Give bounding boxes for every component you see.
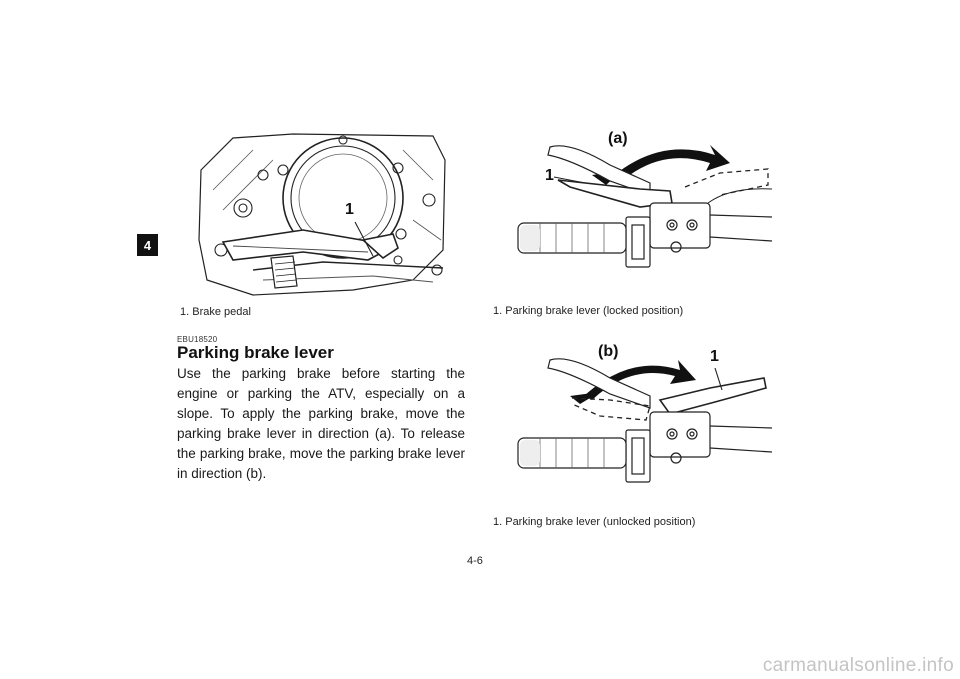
direction-b-label: (b) [598, 343, 619, 360]
lever-locked-illustration: (a) 1 [510, 125, 780, 285]
section-tab: 4 [137, 234, 158, 256]
section-code: EBU18520 [177, 335, 218, 344]
watermark: carmanualsonline.info [762, 655, 954, 676]
brake-pedal-callout: 1 [345, 201, 354, 218]
locked-callout: 1 [545, 167, 554, 184]
section-heading: Parking brake lever [177, 343, 334, 362]
direction-a-label: (a) [608, 130, 628, 147]
page-number: 4-6 [467, 555, 483, 567]
unlocked-callout: 1 [710, 348, 719, 365]
brake-pedal-illustration: 1 [193, 130, 449, 298]
brake-pedal-caption: 1. Brake pedal [180, 306, 251, 318]
unlocked-caption: 1. Parking brake lever (unlocked positio… [493, 516, 696, 528]
locked-caption: 1. Parking brake lever (locked position) [493, 305, 684, 317]
section-body: Use the parking brake before starting th… [177, 366, 465, 481]
lever-unlocked-illustration: (b) 1 [510, 340, 780, 490]
